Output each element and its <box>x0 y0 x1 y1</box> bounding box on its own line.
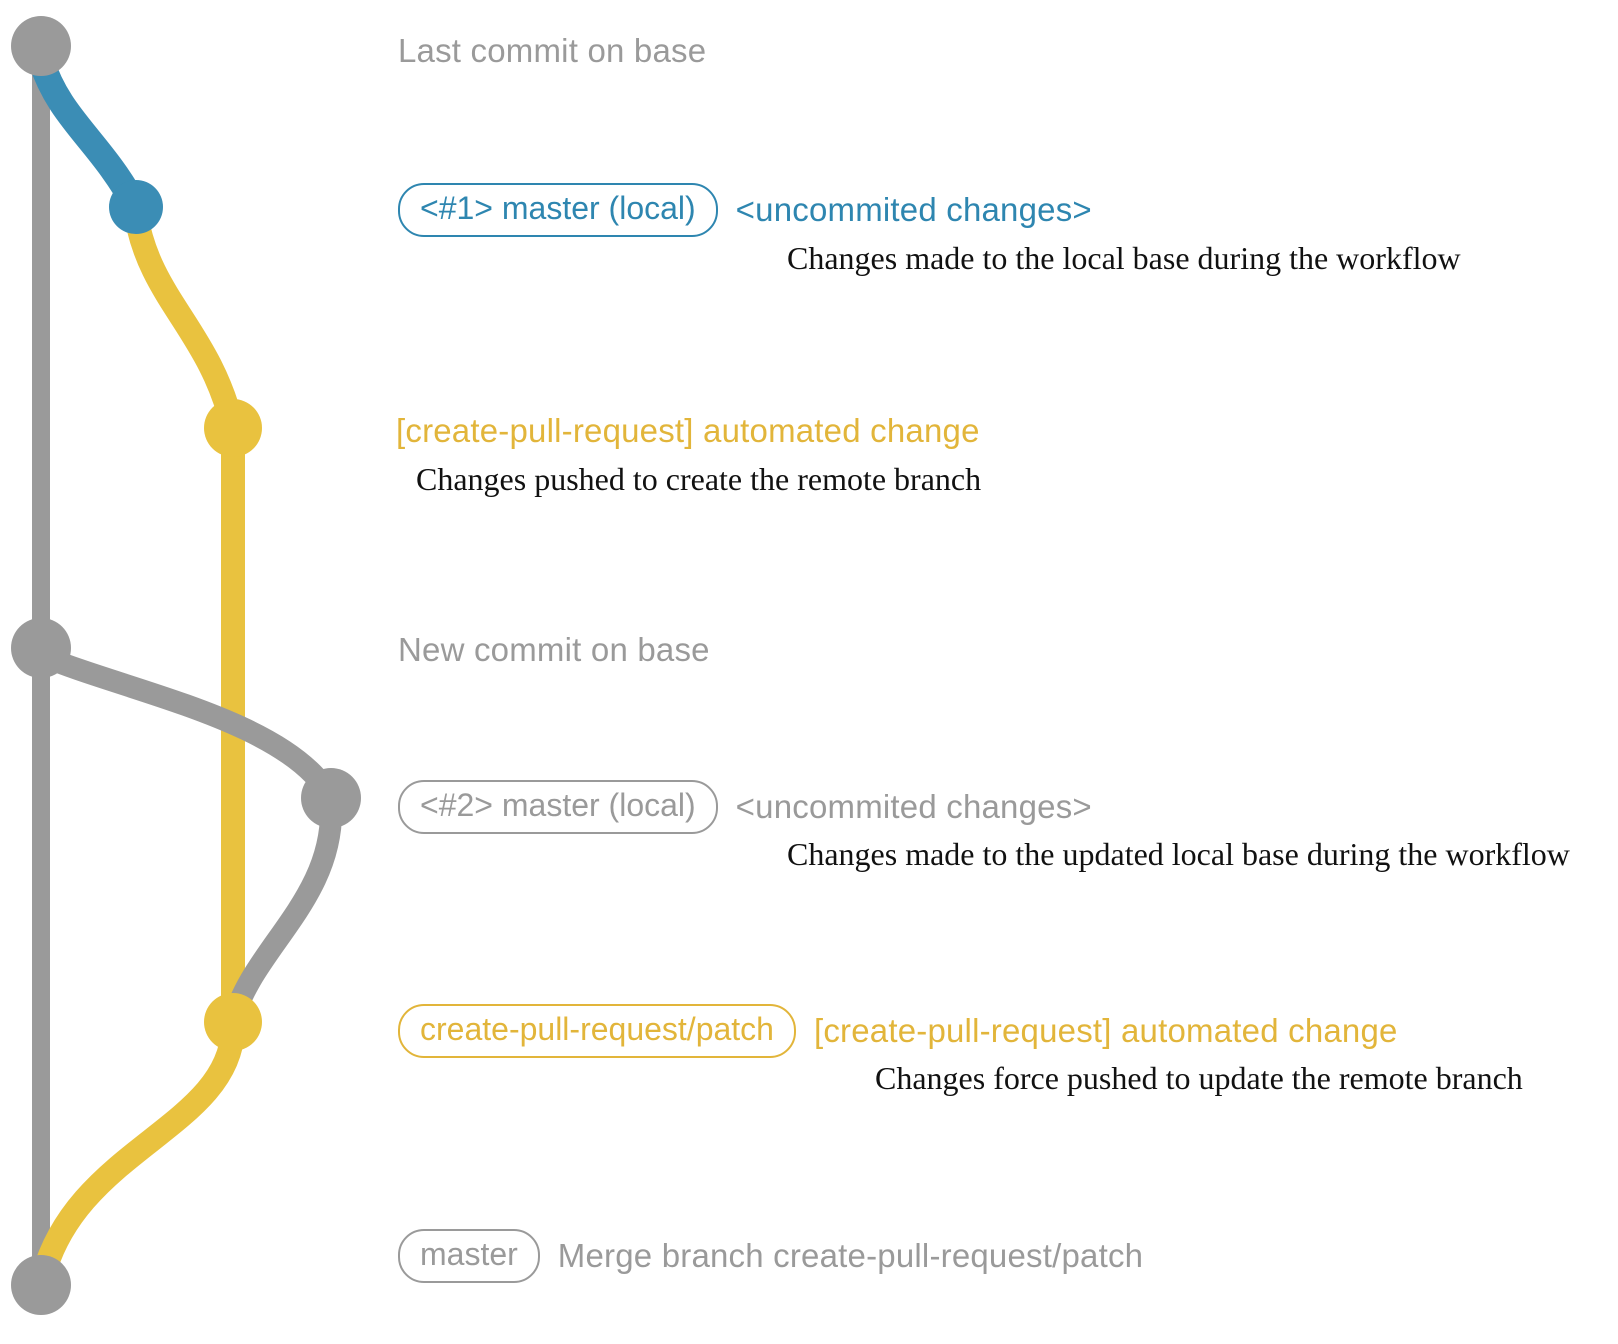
branch-line-local-2-out <box>30 644 342 809</box>
badge-master-local-2[interactable]: <#2> master (local) <box>398 780 718 834</box>
badge-create-pull-request-patch[interactable]: create-pull-request/patch <box>398 1004 796 1058</box>
note-patch-branch: Changes force pushed to update the remot… <box>875 1060 1523 1096</box>
row-new-commit-on-base: New commit on base <box>398 631 710 669</box>
row-local-commit-1: <#1> master (local) <uncommited changes> <box>398 183 1092 237</box>
node-local-commit-2 <box>301 768 361 828</box>
branch-line-local-2-in <box>222 794 343 1033</box>
node-local-commit-1 <box>109 180 163 234</box>
note-automated-change-1: Changes pushed to create the remote bran… <box>416 461 982 497</box>
commit-message-merge: Merge branch create-pull-request/patch <box>557 1236 1144 1274</box>
label-last-commit-on-base: Last commit on base <box>398 32 707 69</box>
node-patch-commit-1 <box>204 399 262 457</box>
note-local-commit-1: Changes made to the local base during th… <box>787 240 1461 276</box>
label-new-commit-on-base: New commit on base <box>398 631 710 668</box>
commit-message-local-1: <uncommited changes> <box>735 190 1092 228</box>
row-merge-commit: master Merge branch create-pull-request/… <box>398 1229 1143 1283</box>
commit-message-local-2: <uncommited changes> <box>735 787 1092 825</box>
badge-master-local-1[interactable]: <#1> master (local) <box>398 183 718 237</box>
branch-line-patch <box>124 203 245 1034</box>
row-local-commit-2: <#2> master (local) <uncommited changes> <box>398 780 1092 834</box>
commit-message-automated-change-1: [create-pull-request] automated change <box>396 412 980 449</box>
commit-message-patch-branch: [create-pull-request] automated change <box>813 1011 1398 1049</box>
badge-master[interactable]: master <box>398 1229 540 1283</box>
note-local-commit-2: Changes made to the updated local base d… <box>787 836 1570 872</box>
row-patch-branch: create-pull-request/patch [create-pull-r… <box>398 1004 1398 1058</box>
commit-graph <box>11 16 361 1315</box>
row-last-commit-on-base: Last commit on base <box>398 32 706 70</box>
branch-line-merge <box>29 1018 245 1297</box>
node-merge-commit <box>11 1255 71 1315</box>
node-patch-commit-2 <box>204 993 262 1051</box>
node-base-new-commit <box>11 618 71 678</box>
node-base-head <box>11 16 71 76</box>
